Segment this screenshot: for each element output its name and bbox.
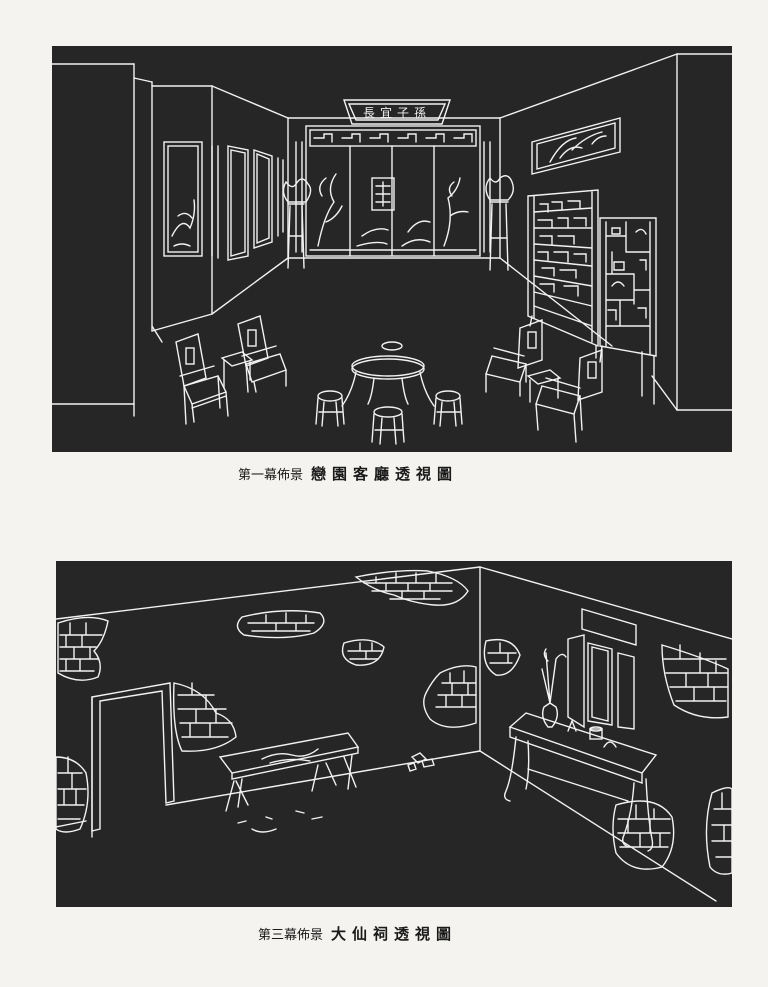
doorway — [91, 682, 175, 838]
floor-debris — [407, 752, 435, 772]
plate-2-temple — [56, 561, 732, 907]
caption-title: 戀園客廳透視圖 — [311, 465, 459, 483]
living-room-drawing: 長宜子孫 — [52, 53, 732, 445]
back-screen-partition — [295, 125, 491, 257]
shrine-tablet — [567, 608, 637, 730]
left-armchairs — [175, 315, 287, 425]
curio-cabinet — [599, 217, 657, 405]
caption-scene-label: 第一幕佈景 — [238, 468, 304, 483]
left-wall-scrolls — [163, 141, 284, 261]
calligraphy-plaque: 長宜子孫 — [343, 99, 451, 125]
exposed-brick-patches — [56, 569, 732, 875]
wooden-bench — [218, 732, 360, 833]
temple-drawing — [56, 566, 732, 902]
plant-stands — [282, 175, 515, 271]
plate-2-caption: 第三幕佈景大仙祠透視圖 — [258, 923, 457, 944]
plate-1-living-room: 長宜子孫 — [52, 46, 732, 452]
temple-walls — [56, 566, 732, 902]
round-table-with-stools — [315, 341, 463, 445]
right-armchairs — [485, 319, 603, 443]
caption-title: 大仙祠透視圖 — [331, 925, 458, 943]
caption-scene-label: 第三幕佈景 — [258, 928, 324, 943]
altar-table — [503, 648, 658, 852]
display-bookcase — [527, 189, 599, 359]
room-walls — [52, 53, 732, 417]
right-wall-painting — [531, 117, 621, 175]
plaque-text: 長宜子孫 — [363, 105, 431, 120]
plate-1-caption: 第一幕佈景戀園客廳透視圖 — [238, 463, 458, 484]
